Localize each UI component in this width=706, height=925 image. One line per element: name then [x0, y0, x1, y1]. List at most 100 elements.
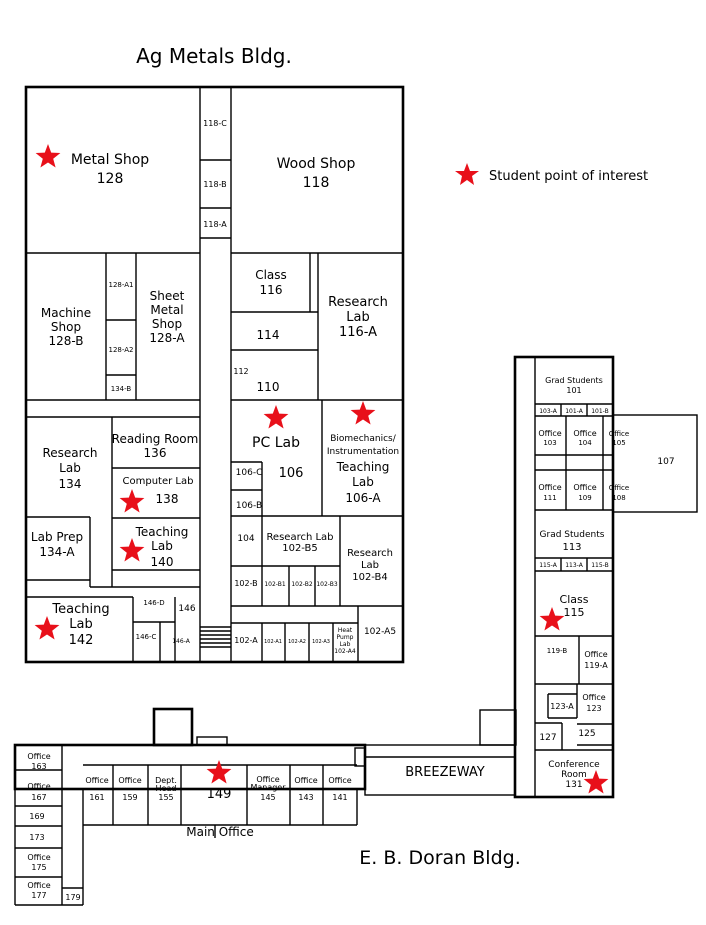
- room-name: Office: [328, 776, 351, 785]
- room-number: 159: [122, 793, 137, 802]
- room-line-2: Manager: [250, 783, 286, 792]
- room-line-2: Lab: [59, 461, 81, 475]
- room-169: 169: [29, 812, 44, 821]
- room-line-4: 102-A4: [334, 648, 356, 655]
- room-114: 114: [257, 328, 280, 342]
- room-number: 113: [562, 542, 581, 553]
- room-103-a: 103-A: [539, 408, 557, 415]
- room-number: 143: [298, 793, 313, 802]
- room-115-b: 115-B: [591, 562, 609, 569]
- room-name: Grad Students: [540, 530, 605, 540]
- room-159: Office 159: [118, 776, 141, 802]
- room-125: 125: [578, 729, 595, 739]
- room-140: Teaching Lab 140: [135, 525, 189, 569]
- room-141: Office 141: [328, 776, 351, 802]
- room-115-a: 115-A: [539, 562, 557, 569]
- room-number: 177: [31, 891, 46, 900]
- ag-metals-building: [24, 85, 405, 664]
- room-146-d: 146-D: [143, 599, 164, 607]
- room-102-b2: 102-B2: [291, 581, 313, 588]
- room-name: Office: [573, 483, 596, 492]
- room-127: 127: [539, 733, 556, 743]
- room-line-1: Research: [42, 446, 97, 460]
- room-number: 104: [578, 439, 592, 447]
- room-name: Office: [27, 881, 50, 890]
- student-points-of-interest: [34, 144, 609, 794]
- room-line-1: Sheet: [150, 289, 185, 303]
- room-101: Grad Students 101: [545, 376, 603, 395]
- room-line-1: Office: [256, 775, 279, 784]
- room-136: Reading Room 136: [112, 432, 199, 460]
- room-line-3: Lab: [340, 641, 351, 648]
- room-line-2: Lab: [346, 310, 369, 325]
- room-102-a2: 102-A2: [288, 639, 306, 645]
- room-line-2: Pump: [337, 634, 354, 641]
- room-line-1: Conference: [548, 760, 600, 770]
- room-119-b: 119-B: [547, 647, 568, 655]
- star-icon: [455, 163, 479, 185]
- room-134-a: Lab Prep 134-A: [31, 530, 83, 559]
- building-title-ag-metals: Ag Metals Bldg.: [136, 44, 292, 68]
- room-102-a5: 102-A5: [364, 627, 396, 637]
- room-line-3: Teaching: [336, 460, 390, 474]
- room-name: Grad Students: [545, 376, 603, 385]
- room-name: Class: [255, 268, 287, 282]
- room-line-3: 155: [158, 793, 173, 802]
- room-line-1: Teaching: [51, 602, 109, 617]
- room-line-3: Shop: [152, 317, 182, 331]
- room-173: 173: [29, 833, 44, 842]
- room-name: Office: [538, 483, 561, 492]
- room-102-b: 102-B: [234, 579, 257, 588]
- room-102-a1: 102-A1: [264, 639, 282, 645]
- room-number: 111: [543, 494, 556, 502]
- room-128-a: Sheet Metal Shop 128-A: [149, 289, 185, 345]
- room-line-3: 116-A: [339, 325, 377, 340]
- room-number: 161: [89, 793, 104, 802]
- room-102-a4: Heat Pump Lab 102-A4: [334, 627, 356, 655]
- room-line-2: Room: [561, 770, 587, 780]
- room-143: Office 143: [294, 776, 317, 802]
- room-113: Grad Students 113: [540, 530, 605, 553]
- room-179: 179: [65, 893, 80, 902]
- star-icon: [350, 401, 376, 425]
- room-116: Class 116: [255, 268, 287, 297]
- room-111: Office 111: [538, 483, 561, 502]
- room-131: Conference Room 131: [548, 760, 600, 790]
- room-number: 105: [612, 439, 625, 447]
- room-line-2: Lab: [151, 539, 173, 553]
- room-number: 134-A: [39, 545, 75, 559]
- room-134: Research Lab 134: [42, 446, 97, 491]
- room-number: 175: [31, 863, 46, 872]
- room-line-3: 142: [69, 633, 94, 648]
- main-office-callout: Main Office: [186, 825, 254, 839]
- room-line-1: Teaching: [135, 525, 189, 539]
- room-142: Teaching Lab 142: [51, 602, 109, 648]
- room-106-c: 106-C: [236, 468, 263, 478]
- room-number: 138: [156, 492, 179, 506]
- room-number: 119-A: [584, 661, 608, 670]
- room-106-a: Biomechanics/ Instrumentation Teaching L…: [327, 434, 399, 505]
- room-number: 108: [612, 494, 625, 502]
- star-icon: [206, 760, 232, 784]
- connector-building: [13, 707, 517, 906]
- star-icon: [35, 144, 61, 168]
- room-line-2: Instrumentation: [327, 447, 399, 457]
- room-102-a3: 102-A3: [312, 639, 330, 645]
- room-123: Office 123: [582, 693, 605, 713]
- room-109: Office 109: [573, 483, 596, 502]
- room-112: 112: [233, 367, 248, 376]
- room-number: 118: [303, 175, 330, 191]
- room-115: Class 115: [560, 593, 589, 619]
- room-line-5: 106-A: [345, 491, 381, 505]
- room-146-c: 146-C: [136, 633, 157, 641]
- room-138: Computer Lab 138: [123, 476, 194, 506]
- room-line-1: Biomechanics/: [330, 434, 396, 444]
- room-name: Wood Shop: [277, 156, 356, 172]
- room-102-a: 102-A: [234, 636, 258, 645]
- star-icon: [583, 770, 609, 794]
- room-128-a2: 128-A2: [109, 346, 134, 354]
- breezeway-label: BREEZEWAY: [405, 765, 485, 780]
- room-line-2: Shop: [51, 320, 81, 334]
- room-155: Dept. Head 155: [155, 776, 177, 802]
- room-110: 110: [257, 380, 280, 394]
